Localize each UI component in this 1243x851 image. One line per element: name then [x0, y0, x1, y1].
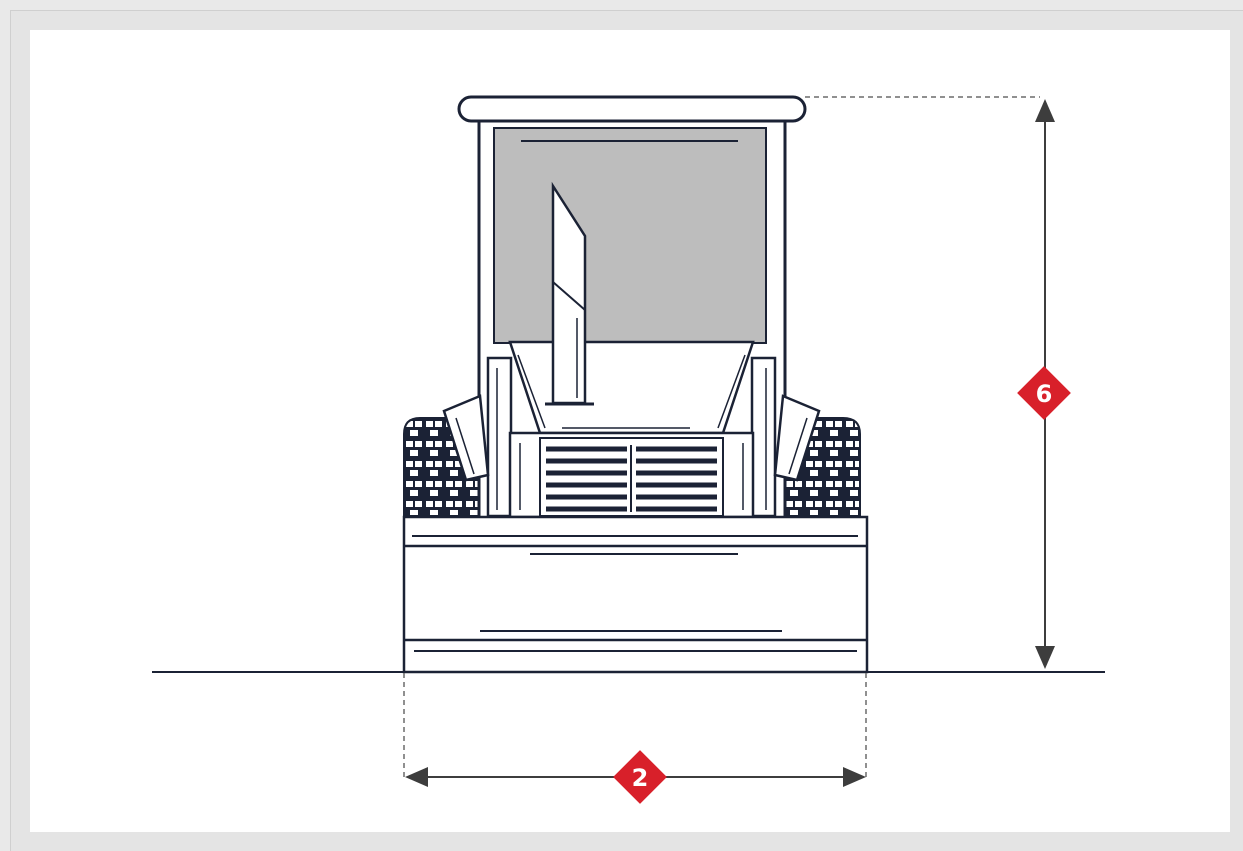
width-dimension-label: 2	[632, 764, 649, 792]
height-dimension-badge: 6	[1017, 366, 1071, 420]
right-light	[773, 394, 821, 482]
roof	[457, 95, 807, 123]
side-pillars	[486, 356, 777, 518]
exhaust-stack	[545, 181, 594, 406]
radiator-grille	[539, 437, 724, 517]
height-dimension-label: 6	[1036, 380, 1053, 408]
left-light	[442, 394, 490, 482]
cab-window	[493, 127, 767, 344]
reference-lines	[403, 96, 1040, 777]
front-bucket	[402, 515, 869, 674]
width-dimension-badge: 2	[613, 750, 667, 804]
